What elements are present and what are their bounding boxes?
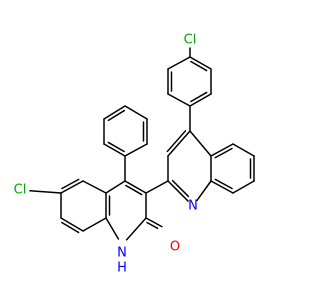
bond-q7-q8: [60, 217, 84, 232]
bond-bN-b2-double: [171, 179, 190, 198]
bond-b2-q3: [145, 180, 169, 194]
bond-q2-qO-double: [146, 221, 159, 230]
bond-b4-b3: [167, 130, 191, 157]
nitrogen-label-quinoline: N: [188, 199, 198, 214]
bond-q2-qO: [145, 217, 163, 228]
atom-label-layer: Cl Cl N N H O: [14, 33, 198, 276]
bond-q2-qN: [125, 217, 147, 241]
chlorine-label-top: Cl: [184, 33, 197, 48]
bond-b4-b3-double: [166, 130, 187, 153]
bond-b6-b7: [232, 143, 255, 157]
bond-q5-q6: [60, 180, 84, 194]
bond-a3-a4: [189, 93, 212, 107]
bond-p1-p2: [103, 143, 126, 157]
hydrogen-label-nh: H: [117, 261, 127, 276]
bond-b8-b9: [232, 180, 255, 194]
bond-p3-p4-double: [107, 109, 126, 122]
bond-p6-p1: [124, 143, 148, 157]
bond-b10-bN: [196, 180, 212, 202]
bond-bN-b2: [167, 180, 189, 202]
bond-qN-q9: [105, 217, 120, 240]
bond-p4-p5: [124, 105, 148, 120]
chlorine-label-left: Cl: [14, 183, 27, 198]
bond-a3-a4-double: [190, 91, 208, 103]
bond-b9-b10-double: [214, 178, 233, 190]
bond-p3-p4: [103, 105, 126, 120]
bond-a4-a5: [167, 93, 191, 107]
bond-a6-a1: [167, 56, 191, 70]
bond-b4-b5: [189, 130, 212, 157]
bond-b5-b6-double: [214, 147, 233, 159]
molecule-structure-diagram: Cl Cl N N H O: [14, 33, 255, 276]
bond-p1-p2-double: [107, 141, 125, 153]
bond-q4-q3: [124, 180, 147, 194]
bond-b9-b10: [210, 180, 234, 194]
bond-q6-Cl2: [29, 189, 62, 194]
bond-a1-a2-double: [190, 60, 208, 72]
nitrogen-label-quinolinone: N: [117, 246, 127, 261]
oxygen-label-carbonyl: O: [170, 240, 180, 255]
bond-b5-b6: [210, 143, 234, 157]
bond-q5-q6-double: [61, 178, 80, 190]
bond-q8-q9: [82, 217, 107, 232]
bond-a1-a2: [189, 56, 212, 70]
bond-q4-q3-double: [125, 184, 143, 196]
bond-layer: [29, 47, 255, 241]
bond-q7-q8-double: [61, 221, 80, 234]
bond-q10-q4: [105, 180, 126, 194]
bond-q10-q5: [82, 180, 107, 194]
